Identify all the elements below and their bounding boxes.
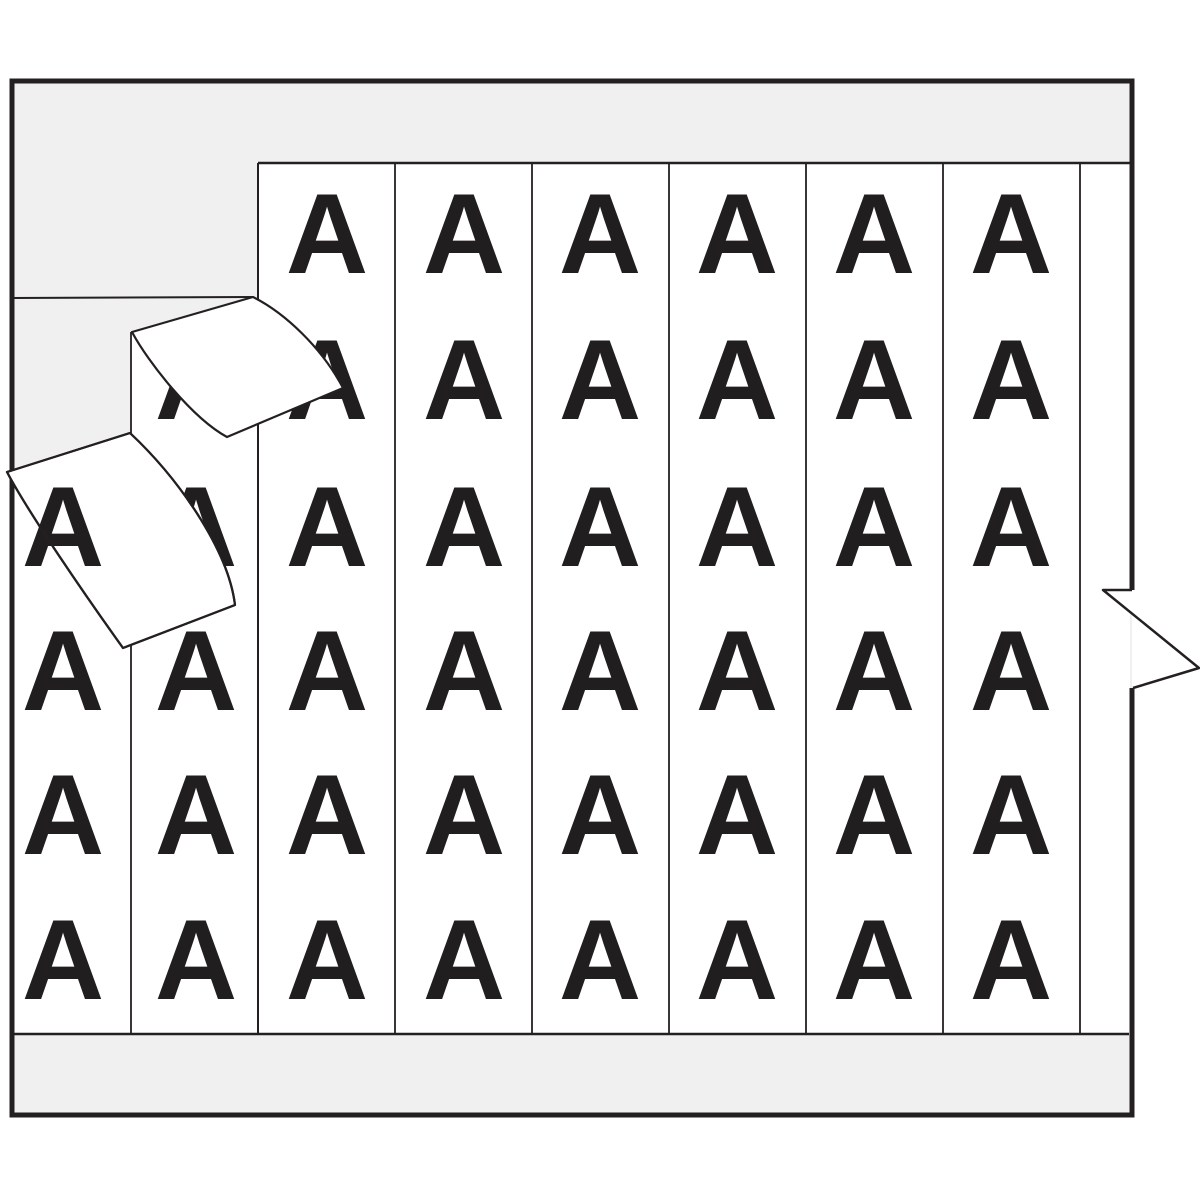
wire-marker-letter-col5-row3: A: [559, 464, 641, 591]
wire-marker-letter-col1-row3: A: [22, 464, 104, 591]
card-outline: [9, 78, 1135, 1118]
wire-marker-letter-col6-row5: A: [696, 752, 778, 879]
wire-marker-letter-col6-row2: A: [696, 317, 778, 444]
wire-marker-letter-col4-row1: A: [423, 171, 505, 298]
wire-marker-letter-col2-row5: A: [155, 752, 237, 879]
wire-marker-letter-col5-row2: A: [559, 317, 641, 444]
sheet-rule-lines: [11, 161, 1130, 1036]
peeled-label-lower-outline: [5, 431, 237, 650]
wire-marker-letter-col5-row5: A: [559, 752, 641, 879]
pull-tab-notch-outline: [1101, 588, 1200, 690]
pull-tab-notch: [1101, 588, 1200, 690]
wire-marker-letter-col3-row3: A: [286, 464, 368, 591]
wire-marker-letter-col8-row3: A: [970, 464, 1052, 591]
wire-marker-letter-col8-row2: A: [970, 317, 1052, 444]
label-strip-dividers: [394, 163, 1081, 1034]
wire-marker-letter-col3-row6: A: [286, 897, 368, 1024]
wire-marker-letter-col7-row3: A: [833, 464, 915, 591]
wire-marker-letter-col7-row1: A: [833, 171, 915, 298]
wire-marker-letter-col4-row6: A: [423, 897, 505, 1024]
wire-marker-letter-col4-row2: A: [423, 317, 505, 444]
wire-marker-letter-col8-row4: A: [970, 608, 1052, 735]
peeled-label-upper: [130, 295, 345, 439]
wire-marker-letter-col8-row1: A: [970, 171, 1052, 298]
wire-marker-letter-col6-row1: A: [696, 171, 778, 298]
wire-marker-letter-col1-row5: A: [22, 752, 104, 879]
wire-marker-letter-col7-row6: A: [833, 897, 915, 1024]
pull-tab-notch-fill: [1103, 590, 1199, 688]
wire-marker-letter-col7-row4: A: [833, 608, 915, 735]
wire-marker-letter-col3-row5: A: [286, 752, 368, 879]
wire-marker-letter-col7-row5: A: [833, 752, 915, 879]
wire-marker-letter-col2-row6: A: [155, 897, 237, 1024]
wire-marker-letter-col4-row3: A: [423, 464, 505, 591]
wire-marker-letter-col3-row1: A: [286, 171, 368, 298]
wire-marker-letter-col1-row6: A: [22, 897, 104, 1024]
marker-letters-front: A: [22, 464, 104, 591]
label-sheet-area: [258, 163, 1130, 1034]
wire-marker-letter-col5-row6: A: [559, 897, 641, 1024]
wire-marker-letter-col5-row1: A: [559, 171, 641, 298]
wire-marker-letter-col3-row4: A: [286, 608, 368, 735]
wire-marker-letter-col1-row4: A: [22, 608, 104, 735]
wire-marker-letter-col8-row6: A: [970, 897, 1052, 1024]
wire-marker-letter-col6-row4: A: [696, 608, 778, 735]
wire-marker-letter-col4-row5: A: [423, 752, 505, 879]
wire-marker-letter-col6-row3: A: [696, 464, 778, 591]
wire-marker-letter-col7-row2: A: [833, 317, 915, 444]
wire-marker-letter-col6-row6: A: [696, 897, 778, 1024]
wire-marker-letter-col8-row5: A: [970, 752, 1052, 879]
wire-marker-letter-col4-row4: A: [423, 608, 505, 735]
wire-marker-letter-col5-row4: A: [559, 608, 641, 735]
liner-left-divider-line: [11, 296, 254, 299]
